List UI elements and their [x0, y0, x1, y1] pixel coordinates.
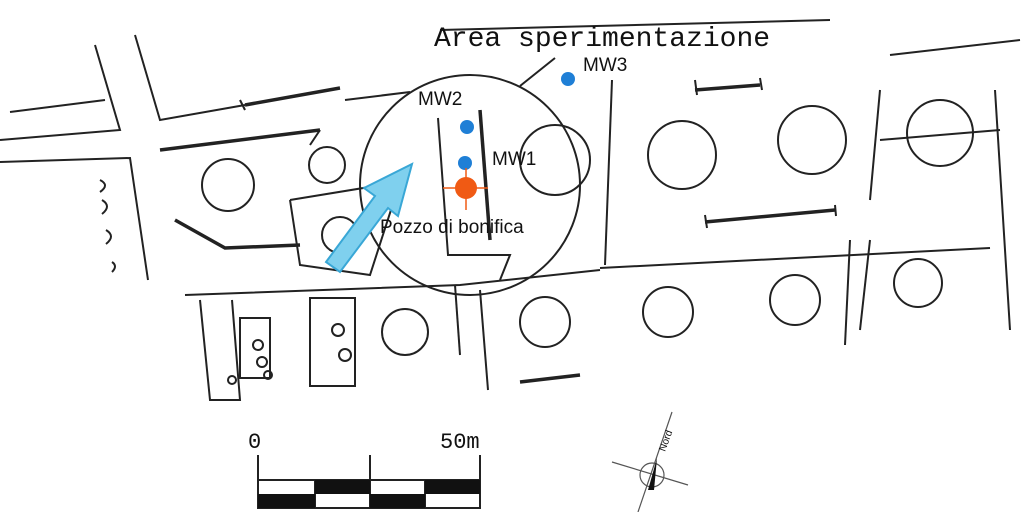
- north-label: Nord: [657, 429, 675, 453]
- experimental-area-circle: [359, 74, 581, 296]
- well-mw1-marker: [458, 156, 472, 170]
- well-mw2-marker: [460, 120, 474, 134]
- north-arrow: Nord: [611, 411, 689, 512]
- north-arrow-icon: [648, 458, 657, 490]
- well-mw1-label: MW1: [492, 149, 536, 170]
- site-linework: [0, 19, 1021, 401]
- groundwater-flow-arrow: [324, 162, 414, 274]
- scale-end-label: 50m: [440, 430, 480, 455]
- remediation-well-marker: [443, 168, 488, 210]
- area-title: Area sperimentazione: [434, 24, 770, 55]
- well-mw3-marker: [561, 72, 575, 86]
- scale-start-label: 0: [248, 430, 261, 455]
- scale-bar: [257, 455, 481, 509]
- well-mw3-label: MW3: [583, 55, 627, 76]
- remediation-well-label: Pozzo di bonifica: [380, 217, 524, 238]
- storage-tanks: [201, 99, 974, 385]
- well-mw2-label: MW2: [418, 89, 462, 110]
